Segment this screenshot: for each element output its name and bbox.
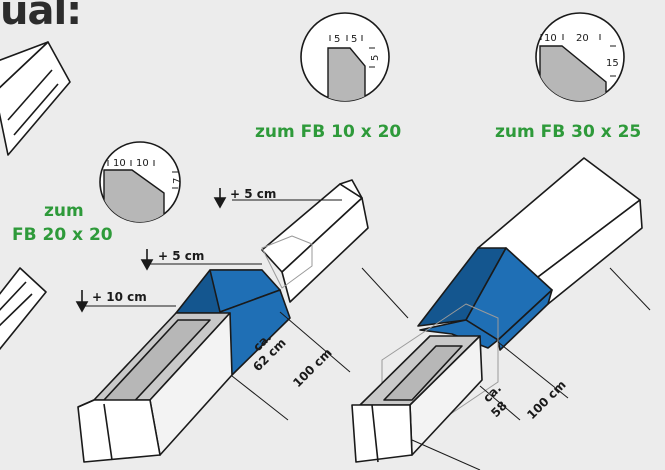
label-fb-20x20-line2: FB 20 x 20 <box>12 225 113 245</box>
profile-fb-10x20: 5 5 5 <box>300 12 390 102</box>
profile-30-tick-1: 10 <box>544 33 557 44</box>
dim-plus-5-lower: + 5 cm <box>158 249 204 263</box>
profile-30-tick-2: 20 <box>576 33 589 44</box>
profile-10-side: 5 <box>370 55 381 61</box>
transition-kerb-left <box>77 179 409 463</box>
height-arrows <box>75 188 227 313</box>
label-fb-10x20: zum FB 10 x 20 <box>255 122 402 142</box>
heading-fragment: ual: <box>0 0 82 34</box>
profile-10-tick-2: 5 <box>351 34 357 45</box>
dim-100cm-left: 100 cm <box>290 346 334 390</box>
profile-10-tick-1: 5 <box>334 34 340 45</box>
partial-block-top-left <box>0 41 71 156</box>
label-fb-20x20-line1: zum <box>44 201 84 221</box>
label-fb-30x25: zum FB 30 x 25 <box>495 122 642 142</box>
profile-20-tick-2: 10 <box>136 158 149 169</box>
profile-20-tick-1: 10 <box>113 158 126 169</box>
profile-fb-30x25: 10 20 15 <box>535 12 625 102</box>
dim-plus-5-upper: + 5 cm <box>230 187 276 201</box>
profile-fb-20x20: 10 10 7 <box>99 141 183 223</box>
transition-kerb-right <box>351 157 651 470</box>
dim-100cm-right: 100 cm <box>524 378 568 422</box>
profile-30-side: 15 <box>606 58 619 69</box>
dim-plus-10: + 10 cm <box>92 290 147 304</box>
partial-block-bottom-left <box>0 267 47 351</box>
profile-20-side: 7 <box>172 178 183 184</box>
